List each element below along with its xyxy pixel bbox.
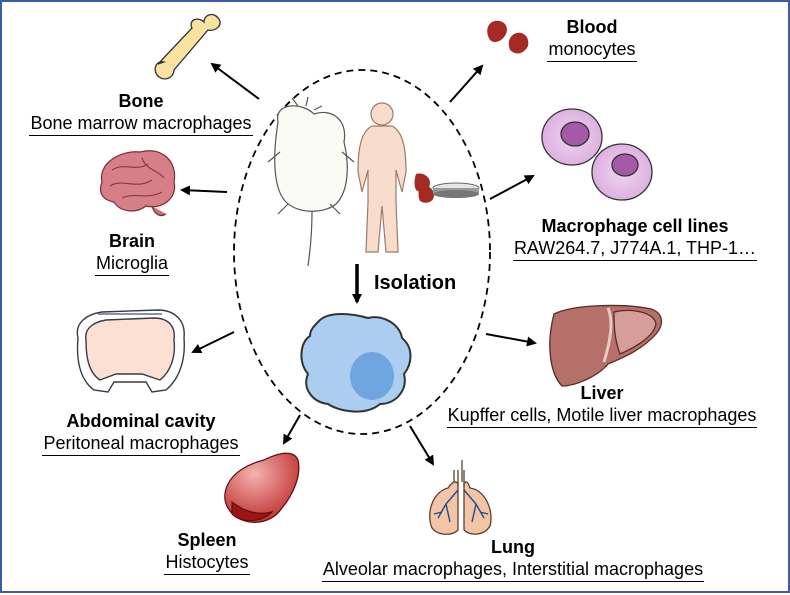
- abdominal-cavity-icon: [76, 309, 185, 393]
- arrow-to-blood: [449, 64, 484, 103]
- mouse-icon: [267, 96, 355, 267]
- spleen-subtitle: Histocytes: [164, 551, 250, 575]
- liver-icon: [549, 304, 663, 387]
- isolation-label: Isolation: [374, 272, 457, 294]
- cell-lines-title: Macrophage cell lines: [541, 216, 729, 236]
- arrow-to-lung: [409, 425, 435, 466]
- blood-drop-icon: [487, 20, 529, 54]
- arrow-to-brain: [180, 185, 228, 196]
- brain-label: Brain Microglia: [52, 230, 212, 276]
- blood-label: Blood monocytes: [527, 16, 657, 62]
- arrow-to-abdomen: [191, 331, 235, 353]
- arrows: [180, 62, 537, 466]
- sample-blood-drops: [414, 173, 434, 203]
- macrophage-icon: [300, 313, 412, 413]
- lung-subtitle: Alveolar macrophages, Interstitial macro…: [321, 558, 705, 582]
- lung-label: Lung Alveolar macrophages, Interstitial …: [288, 536, 738, 582]
- lung-icon: [429, 460, 492, 535]
- lung-title: Lung: [491, 537, 535, 557]
- abdominal-cavity-subtitle: Peritoneal macrophages: [42, 432, 240, 456]
- abdominal-cavity-label: Abdominal cavity Peritoneal macrophages: [16, 410, 266, 456]
- arrow-to-bone: [210, 62, 260, 100]
- arrow-to-cell-lines: [489, 175, 535, 200]
- brain-title: Brain: [108, 231, 155, 251]
- human-icon: [357, 102, 407, 253]
- arrow-to-spleen: [283, 414, 301, 445]
- bone-subtitle: Bone marrow macrophages: [29, 112, 253, 136]
- cell-lines-subtitle: RAW264.7, J774A.1, THP-1…: [512, 237, 758, 261]
- spleen-icon: [224, 452, 300, 523]
- liver-subtitle: Kupffer cells, Motile liver macrophages: [446, 404, 758, 428]
- bone-icon: [154, 13, 221, 80]
- liver-title: Liver: [580, 383, 624, 403]
- abdominal-cavity-title: Abdominal cavity: [66, 411, 216, 431]
- bone-label: Bone Bone marrow macrophages: [16, 90, 266, 136]
- spleen-label: Spleen Histocytes: [137, 529, 277, 575]
- bone-title: Bone: [118, 91, 164, 111]
- liver-label: Liver Kupffer cells, Motile liver macrop…: [422, 382, 782, 428]
- cell-lines-label: Macrophage cell lines RAW264.7, J774A.1,…: [490, 215, 780, 261]
- petri-dish-icon: [432, 182, 480, 198]
- brain-icon: [99, 150, 176, 217]
- arrow-to-liver: [485, 333, 537, 347]
- isolation-boundary: [233, 69, 491, 435]
- blood-title: Blood: [566, 17, 618, 37]
- cell-line-icon: [541, 108, 653, 201]
- brain-subtitle: Microglia: [94, 252, 170, 276]
- spleen-title: Spleen: [177, 530, 237, 550]
- blood-subtitle: monocytes: [547, 38, 637, 62]
